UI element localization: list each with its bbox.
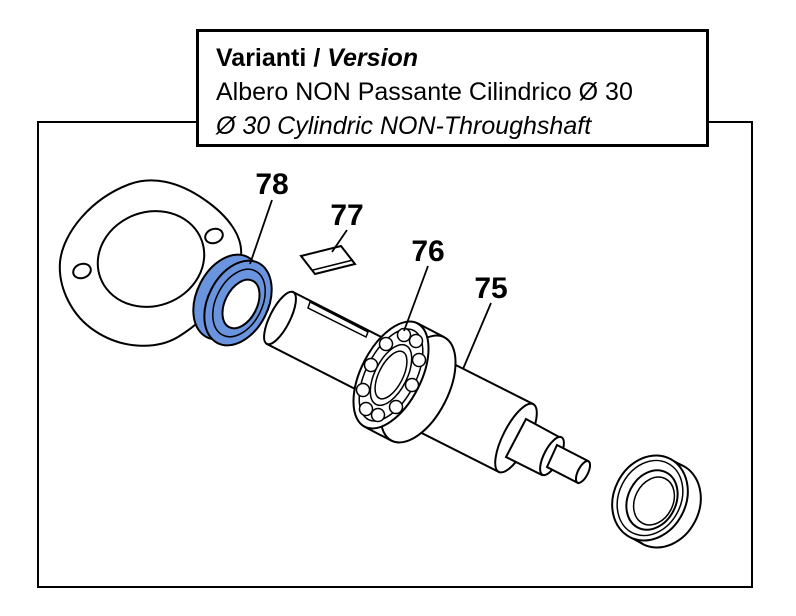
leader-lines xyxy=(249,199,492,370)
collar-bore-inner xyxy=(632,476,676,526)
bearing-ball xyxy=(355,382,371,398)
variant-heading: Varianti/Version xyxy=(216,41,706,75)
leader-line-76 xyxy=(403,265,429,332)
bearing-ball xyxy=(378,336,394,352)
collar-bore-outer xyxy=(625,469,679,531)
shaft-stub-cap xyxy=(574,460,592,484)
leader-line-75 xyxy=(462,302,492,370)
bearing-ball xyxy=(388,399,404,415)
variant-description-italian: Albero NON Passante Cilindrico Ø 30 xyxy=(216,78,633,106)
variant-title-box: Varianti/Version Albero NON Passante Cil… xyxy=(196,29,709,147)
part-label-shaft: 75 xyxy=(474,272,507,305)
key-outline xyxy=(299,244,357,276)
seal-bore xyxy=(221,278,261,330)
bearing-balls xyxy=(355,327,427,423)
variant-heading-separator: / xyxy=(313,44,321,72)
bearing-ball xyxy=(408,333,424,349)
bearing-bore xyxy=(374,350,408,400)
part-label-seal: 78 xyxy=(255,168,288,201)
variant-heading-italian: Varianti xyxy=(216,44,307,72)
shaft-front-cap xyxy=(263,290,297,346)
flange-bolt-hole-bottom xyxy=(72,262,92,280)
bearing-ball xyxy=(370,407,386,423)
bearing-bottom-edge xyxy=(364,426,393,442)
flange-bolt-hole-top xyxy=(204,227,224,245)
variant-heading-english: Version xyxy=(327,44,419,72)
part-label-bearing: 76 xyxy=(411,235,444,268)
seal-ring-part-78 xyxy=(192,253,273,347)
flange-center-hole xyxy=(96,210,206,308)
part-label-key: 77 xyxy=(330,199,363,232)
flange-plate xyxy=(58,179,243,347)
key-edge-line xyxy=(312,259,354,271)
end-collar-ring xyxy=(611,454,702,549)
shaft-keyway-slot xyxy=(307,300,369,339)
seal-lip-ring xyxy=(212,268,266,338)
bearing-ball xyxy=(358,401,374,417)
leader-line-77 xyxy=(331,229,348,253)
leader-line-78 xyxy=(249,199,273,265)
bearing-part-76 xyxy=(352,320,457,444)
shaft-key-part-77 xyxy=(299,244,357,276)
variant-description-english: Ø 30 Cylindric NON-Throughshaft xyxy=(216,112,592,140)
bearing-ball xyxy=(404,377,420,393)
bearing-ball xyxy=(411,352,427,368)
collar-rim-line xyxy=(616,459,684,537)
